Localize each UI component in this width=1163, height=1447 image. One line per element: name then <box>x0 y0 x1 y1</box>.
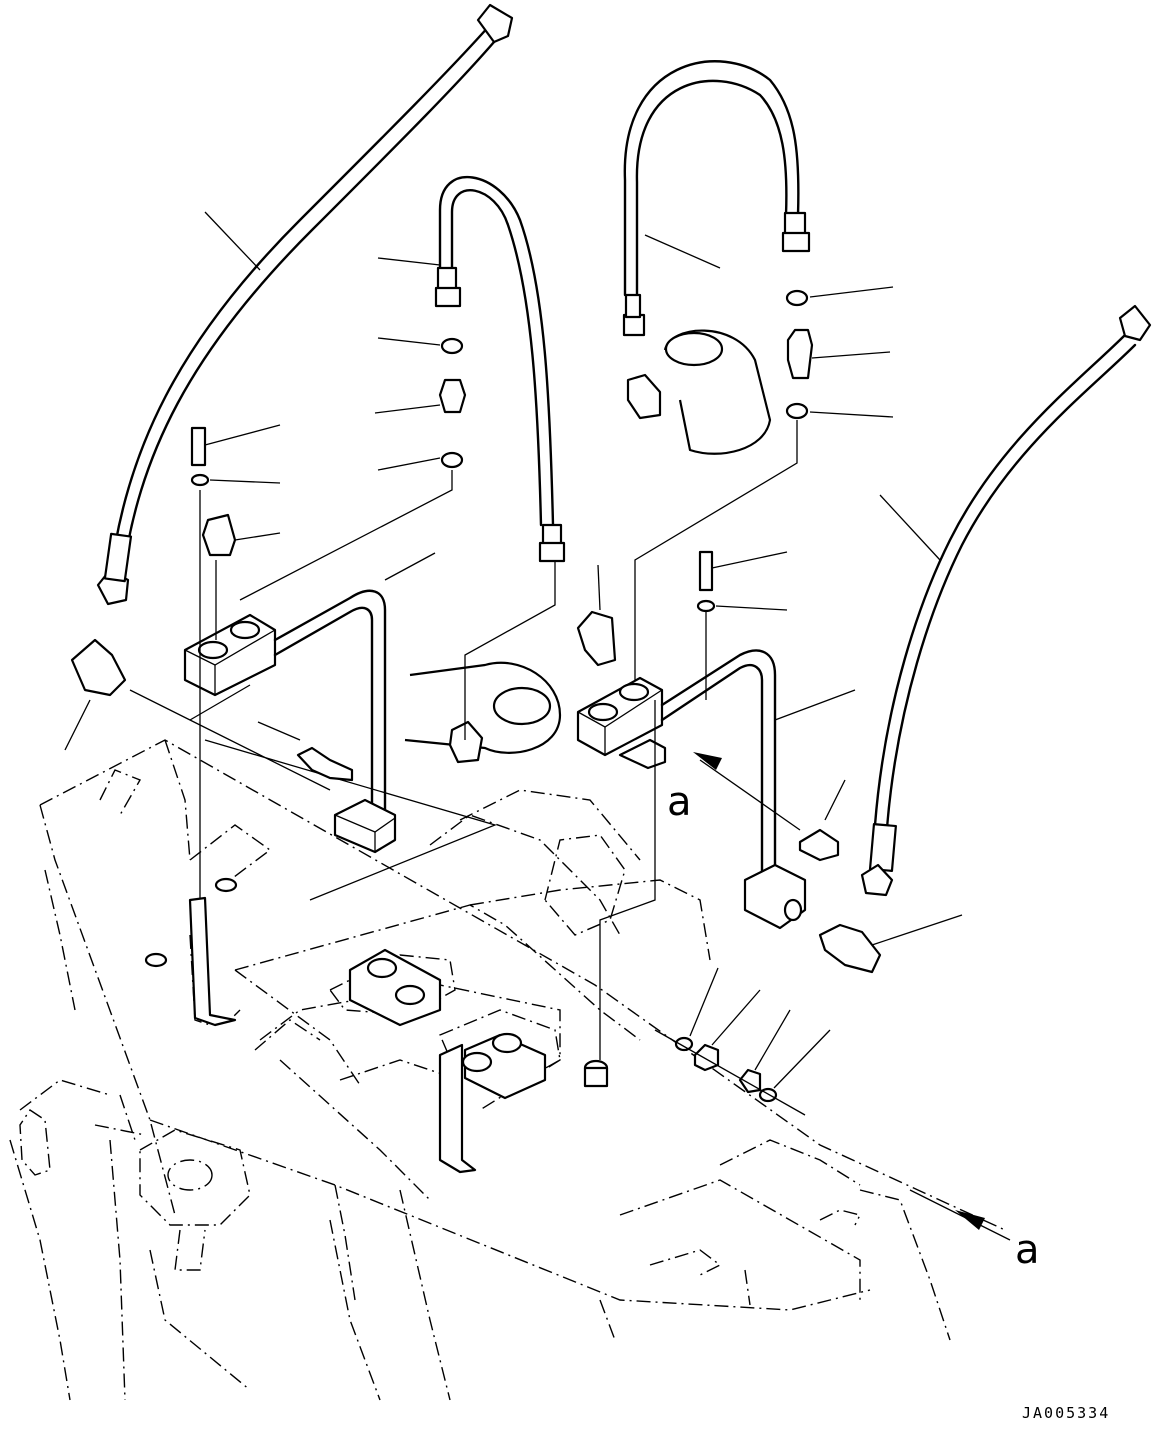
hose-left <box>96 3 514 606</box>
tube-left <box>183 552 436 854</box>
view-label-a-lower: a <box>1015 1227 1040 1273</box>
tube-right <box>576 649 856 930</box>
hose-upper-right <box>622 60 811 337</box>
leader-lines <box>464 560 1011 1241</box>
hose-center <box>377 175 566 563</box>
cylinder-end-center <box>404 661 562 764</box>
view-label-a-upper: a <box>667 779 692 825</box>
drawing-code: JA005334 <box>1022 1404 1110 1422</box>
mount-plates <box>144 877 609 1174</box>
washers-bottom <box>654 967 831 1116</box>
view-arrow-a-lower: a <box>955 1210 1040 1273</box>
fittings-left <box>64 337 497 1000</box>
view-arrow-a-upper: a <box>667 752 722 825</box>
fittings-right <box>576 286 963 1060</box>
hose-right <box>860 304 1152 897</box>
cylinder-end-right <box>626 329 772 455</box>
